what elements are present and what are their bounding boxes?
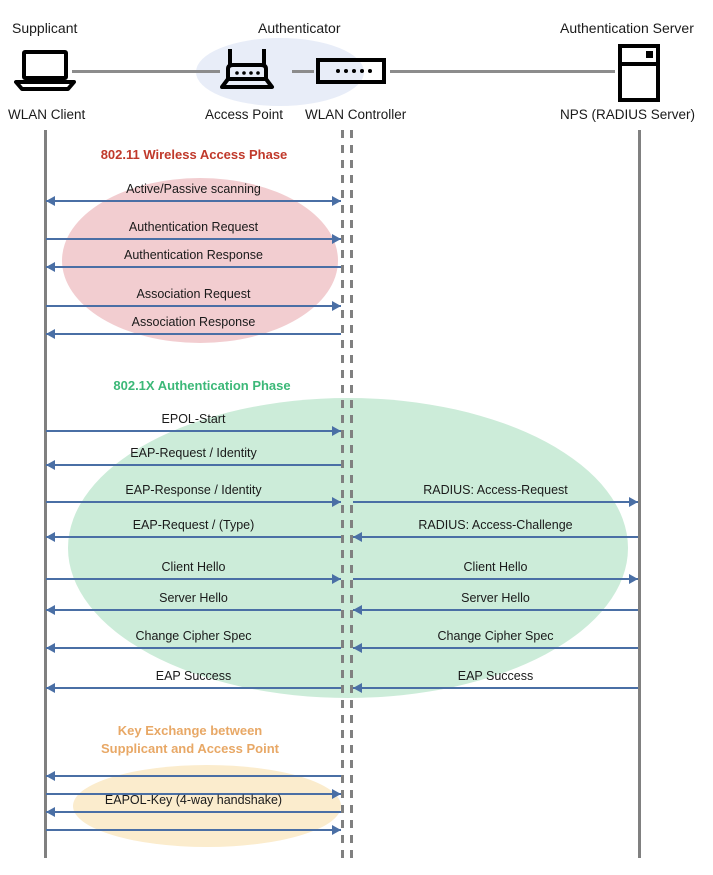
message-label: EPOL-Start bbox=[161, 412, 226, 426]
lifeline-wlan-controller bbox=[350, 130, 353, 858]
phase-label-key-exchange-line2: Supplicant and Access Point bbox=[101, 741, 279, 756]
message-label: Authentication Request bbox=[128, 220, 259, 234]
lifeline-radius-server bbox=[638, 130, 641, 858]
message-label: Association Response bbox=[131, 315, 256, 329]
message-label: RADIUS: Access-Challenge bbox=[418, 518, 573, 532]
message-line bbox=[353, 578, 638, 580]
arrowhead-right-icon bbox=[332, 234, 341, 244]
arrowhead-left-icon bbox=[353, 532, 362, 542]
message-label: Server Hello bbox=[159, 591, 228, 605]
message-label: EAP Success bbox=[457, 669, 534, 683]
wlan-controller-icon bbox=[316, 58, 386, 89]
message-line bbox=[46, 501, 341, 503]
lifeline-access-point bbox=[341, 130, 344, 858]
message-label: Authentication Response bbox=[124, 248, 263, 262]
message-line bbox=[46, 829, 341, 831]
phase-highlight-80211 bbox=[62, 178, 338, 343]
actor-device-wlan-client: WLAN Client bbox=[8, 107, 86, 122]
arrowhead-right-icon bbox=[332, 574, 341, 584]
actor-role-supplicant: Supplicant bbox=[12, 20, 78, 36]
access-point-icon bbox=[216, 47, 278, 98]
message-label: EAPOL-Key (4-way handshake) bbox=[104, 793, 283, 807]
lifeline-supplicant bbox=[44, 130, 47, 858]
message-line bbox=[353, 536, 638, 538]
arrowhead-right-icon bbox=[629, 574, 638, 584]
message-label: Client Hello bbox=[463, 560, 528, 574]
message-line bbox=[46, 609, 341, 611]
message-line bbox=[46, 811, 341, 813]
laptop-icon bbox=[14, 50, 76, 97]
message-line bbox=[353, 687, 638, 689]
message-line bbox=[46, 430, 341, 432]
arrowhead-right-icon bbox=[332, 301, 341, 311]
message-line bbox=[46, 536, 341, 538]
message-label: Change Cipher Spec bbox=[437, 629, 554, 643]
arrowhead-right-icon bbox=[332, 789, 341, 799]
authenticator-group-highlight bbox=[196, 38, 364, 106]
message-line bbox=[46, 464, 341, 466]
message-line bbox=[353, 647, 638, 649]
arrowhead-right-icon bbox=[332, 426, 341, 436]
message-line bbox=[353, 501, 638, 503]
message-line bbox=[46, 305, 341, 307]
arrowhead-right-icon bbox=[332, 196, 341, 206]
arrowhead-left-icon bbox=[46, 262, 55, 272]
arrowhead-left-icon bbox=[46, 771, 55, 781]
arrowhead-right-icon bbox=[332, 825, 341, 835]
arrowhead-left-icon bbox=[46, 683, 55, 693]
wire-client-to-ap bbox=[72, 70, 220, 73]
actor-role-authentication-server: Authentication Server bbox=[560, 20, 694, 36]
message-label: RADIUS: Access-Request bbox=[423, 483, 568, 497]
message-label: Change Cipher Spec bbox=[135, 629, 252, 643]
arrowhead-left-icon bbox=[46, 605, 55, 615]
message-label: Client Hello bbox=[161, 560, 226, 574]
wire-controller-to-server bbox=[390, 70, 615, 73]
message-label: Active/Passive scanning bbox=[126, 182, 261, 196]
phase-highlight-8021x bbox=[68, 398, 628, 698]
message-label: EAP-Response / Identity bbox=[125, 483, 262, 497]
message-line bbox=[46, 578, 341, 580]
message-line bbox=[46, 793, 341, 795]
message-line bbox=[46, 687, 341, 689]
arrowhead-left-icon bbox=[353, 643, 362, 653]
arrowhead-left-icon bbox=[353, 605, 362, 615]
phase-highlight-key-exchange bbox=[73, 765, 341, 847]
message-label: Association Request bbox=[136, 287, 251, 301]
message-label: EAP-Request / Identity bbox=[130, 446, 257, 460]
message-line bbox=[46, 333, 341, 335]
message-line bbox=[46, 775, 341, 777]
arrowhead-left-icon bbox=[46, 329, 55, 339]
message-line bbox=[46, 266, 341, 268]
message-label: EAP Success bbox=[155, 669, 232, 683]
message-line bbox=[353, 609, 638, 611]
server-icon bbox=[617, 44, 661, 107]
arrowhead-right-icon bbox=[332, 497, 341, 507]
arrowhead-left-icon bbox=[46, 532, 55, 542]
phase-label-key-exchange: Key Exchange between Supplicant and Acce… bbox=[84, 722, 296, 758]
message-label: EAP-Request / (Type) bbox=[132, 518, 255, 532]
message-line bbox=[46, 647, 341, 649]
message-label: Server Hello bbox=[461, 591, 530, 605]
message-line bbox=[46, 200, 341, 202]
phase-label-key-exchange-line1: Key Exchange between bbox=[117, 723, 263, 738]
actor-role-authenticator: Authenticator bbox=[258, 20, 341, 36]
arrowhead-left-icon bbox=[46, 643, 55, 653]
arrowhead-left-icon bbox=[46, 807, 55, 817]
arrowhead-left-icon bbox=[46, 196, 55, 206]
message-line bbox=[46, 238, 341, 240]
phase-label-80211: 802.11 Wireless Access Phase bbox=[100, 147, 288, 162]
arrowhead-left-icon bbox=[353, 683, 362, 693]
wire-ap-to-controller bbox=[292, 70, 314, 73]
actor-device-nps-radius: NPS (RADIUS Server) bbox=[560, 107, 696, 122]
actor-device-access-point: Access Point bbox=[205, 107, 284, 122]
arrowhead-left-icon bbox=[46, 460, 55, 470]
arrowhead-right-icon bbox=[629, 497, 638, 507]
phase-label-8021x: 802.1X Authentication Phase bbox=[113, 378, 291, 393]
actor-device-wlan-controller: WLAN Controller bbox=[305, 107, 407, 122]
